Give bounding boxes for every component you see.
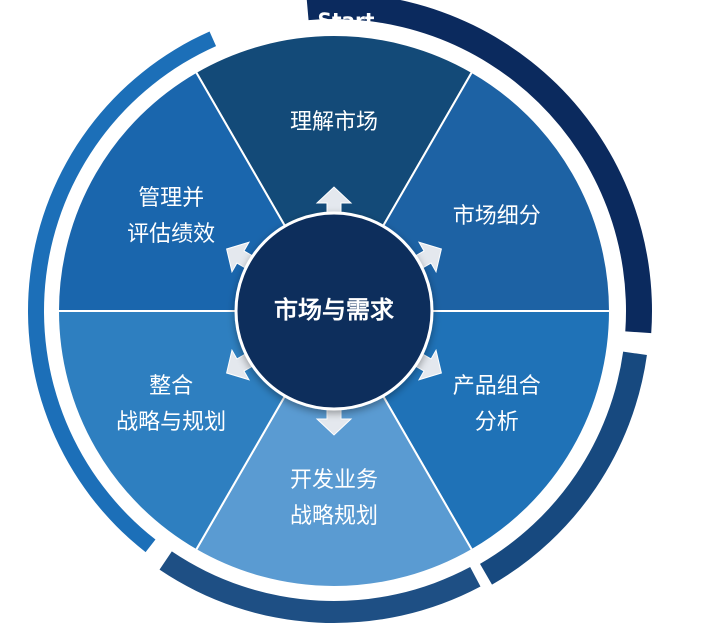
outer-ring-arc-bottom	[159, 551, 481, 623]
segment-label-2-line-1: 分析	[475, 410, 519, 435]
start-label: Start	[318, 9, 375, 33]
outer-ring	[27, 0, 652, 623]
outer-ring-arc-right	[480, 351, 647, 585]
segment-label-1-line-0: 市场细分	[453, 204, 541, 229]
segment-0	[194, 34, 474, 313]
center-hub: 市场与需求	[234, 211, 434, 411]
segment-label-5-line-0: 管理并	[138, 186, 204, 211]
center-label: 市场与需求	[274, 296, 394, 324]
segment-label-4-line-0: 整合	[149, 374, 193, 399]
segment-3	[194, 309, 474, 588]
segment-label-0-line-0: 理解市场	[290, 110, 378, 135]
center-hub-circle	[234, 211, 434, 411]
outer-ring-arc-left	[27, 31, 217, 553]
segment-label-3-line-1: 战略规划	[290, 504, 378, 529]
segment-label-5-line-1: 评估绩效	[127, 222, 215, 247]
segment-label-4-line-1: 战略与规划	[116, 410, 226, 435]
segment-label-2-line-0: 产品组合	[453, 374, 541, 399]
segment-label-3-line-0: 开发业务	[290, 468, 378, 493]
